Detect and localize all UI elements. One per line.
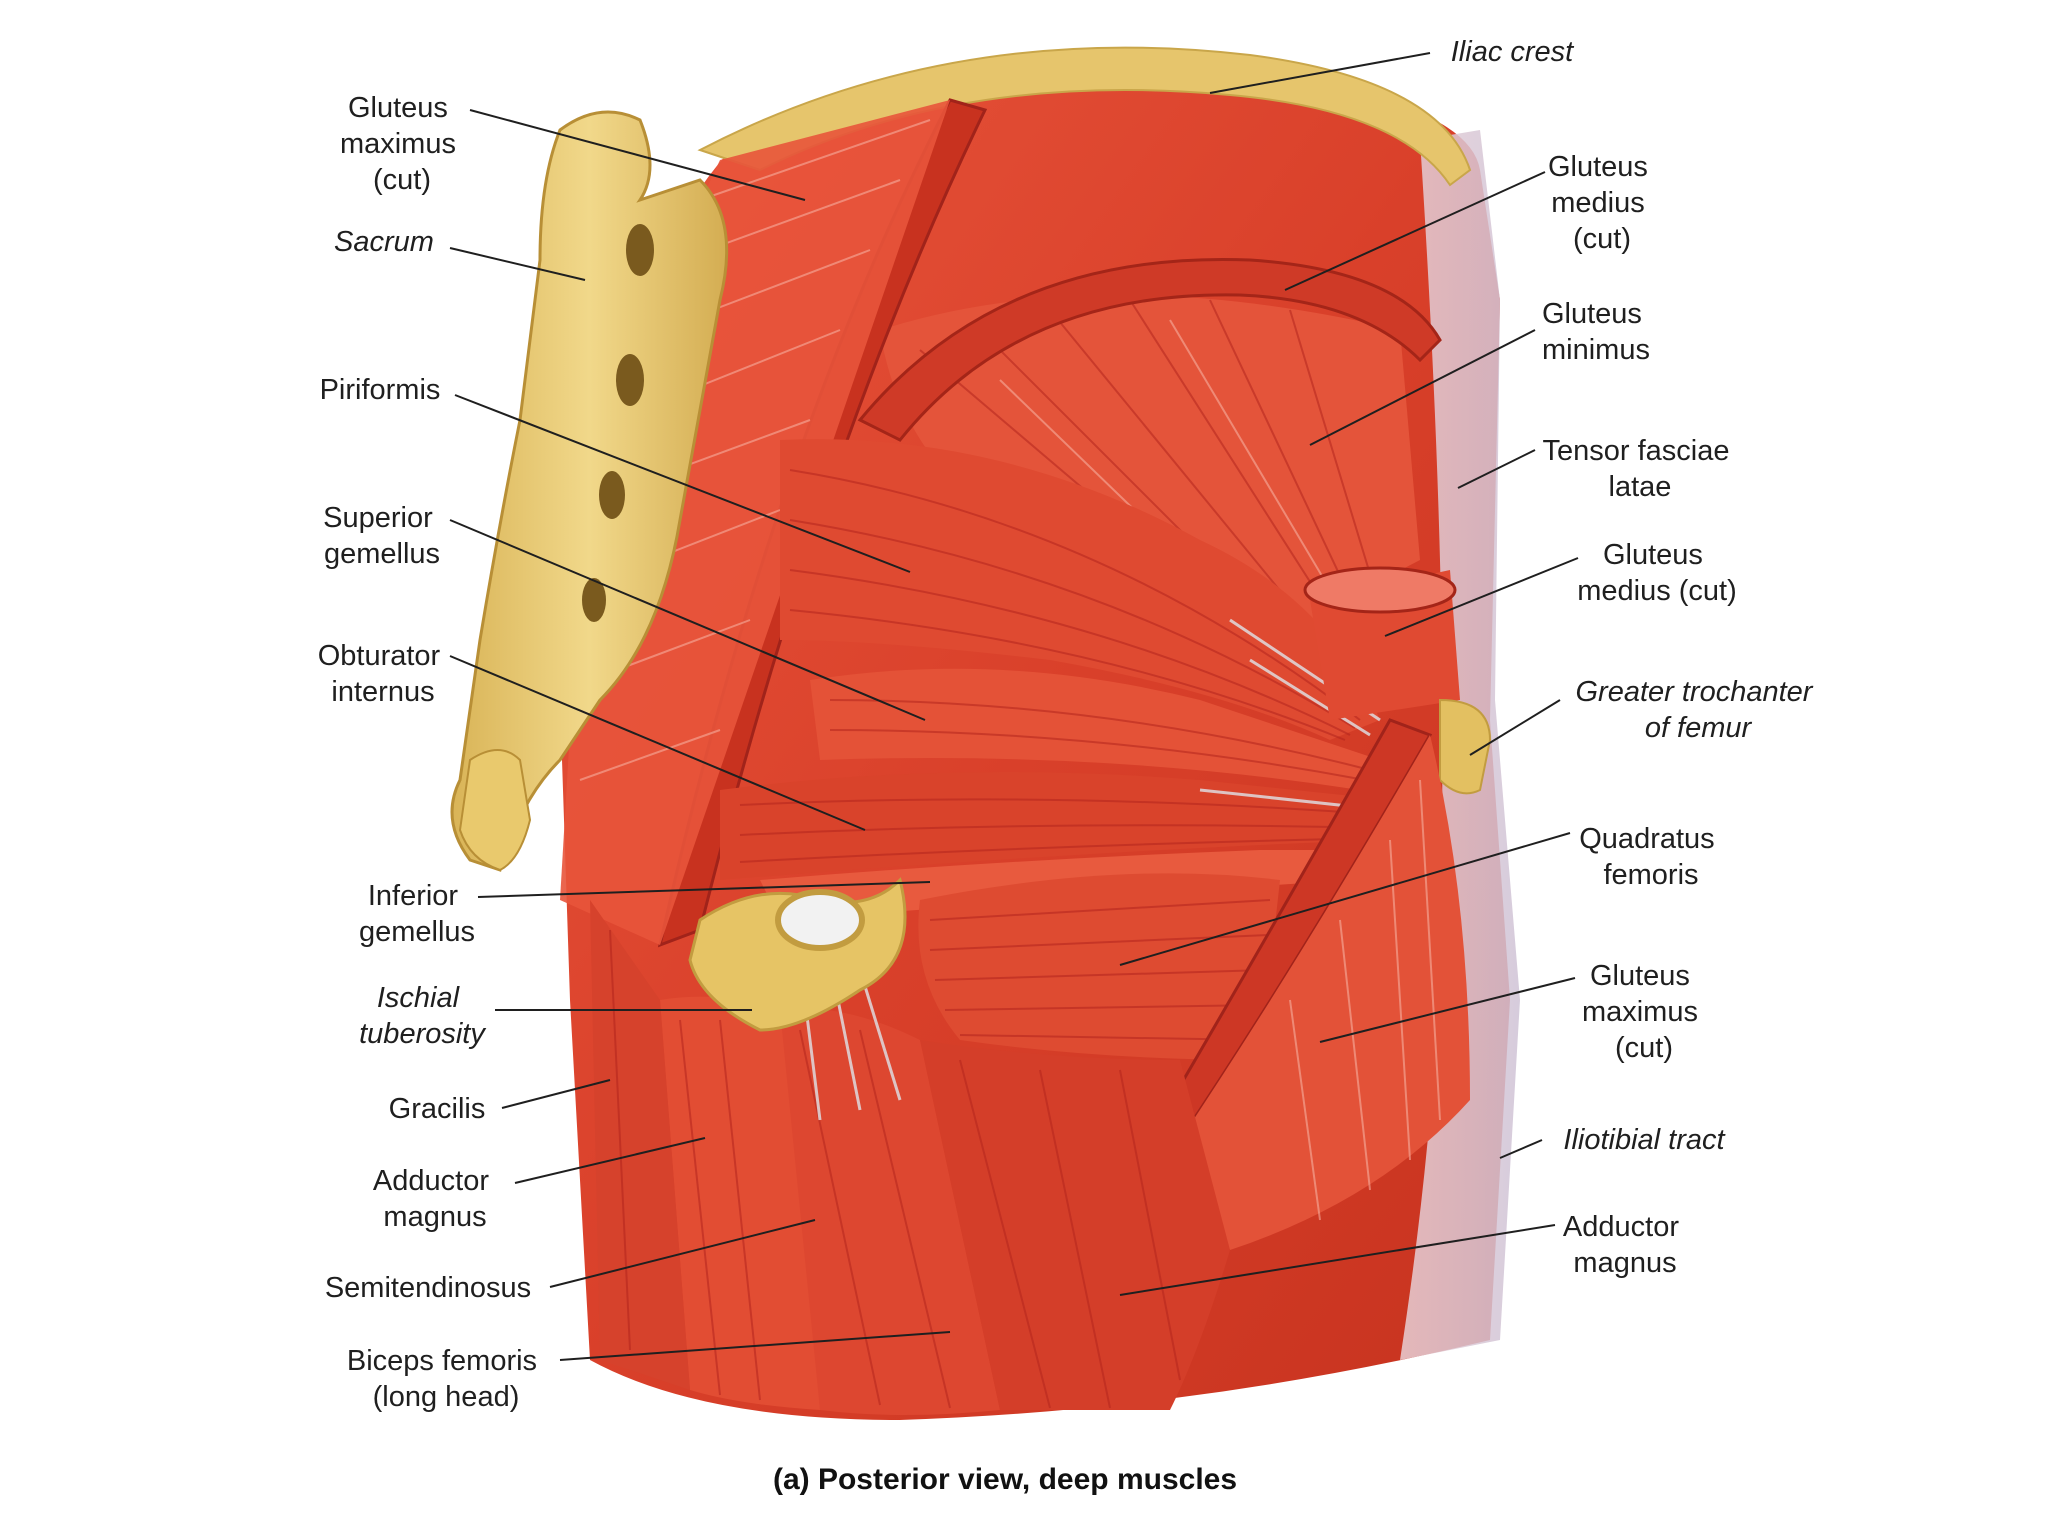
label-iliac-crest: Iliac crest	[1451, 36, 1575, 68]
label-inferior-gemellus: Inferior gemellus	[359, 880, 475, 948]
label-iliotibial-tract: Iliotibial tract	[1563, 1124, 1726, 1156]
gluteus-medius-stump-cut	[1303, 566, 1457, 614]
piriformis-shape	[780, 439, 1380, 740]
label-gluteus-medius-cut-top: Gluteus medius (cut)	[1548, 151, 1656, 255]
biceps-femoris-shape	[770, 1008, 1000, 1415]
leader-adductor-magnus-right	[1119, 1224, 1556, 1296]
leader-gluteus-medius-cut-top	[1284, 171, 1546, 291]
gluteus-medius-cut-band	[857, 257, 1442, 442]
leader-iliac-crest	[1209, 52, 1431, 94]
leader-iliotibial-tract	[1499, 1139, 1543, 1159]
leader-piriformis	[454, 394, 911, 573]
label-gluteus-medius-cut-right: Gluteus medius (cut)	[1577, 539, 1737, 607]
leader-superior-gemellus	[449, 519, 926, 721]
label-quadratus-femoris: Quadratus femoris	[1579, 823, 1722, 891]
leader-gluteus-maximus-cut-right	[1319, 977, 1576, 1043]
label-gluteus-maximus-cut-right: Gluteus maximus (cut)	[1582, 960, 1706, 1064]
label-piriformis: Piriformis	[320, 374, 441, 406]
label-biceps-femoris: Biceps femoris (long head)	[347, 1345, 545, 1413]
leader-quadratus-femoris	[1119, 832, 1571, 966]
lower-muscle-fibers	[609, 929, 1181, 1409]
labels-left: Gluteus maximus (cut) Sacrum Piriformis …	[318, 92, 545, 1413]
leader-gluteus-medius-cut-right	[1384, 557, 1579, 637]
piriformis-fibers	[789, 469, 1361, 741]
leader-lines	[449, 52, 1579, 1361]
quadratus-femoris-shape	[918, 873, 1280, 1060]
leader-gluteus-minimus	[1309, 329, 1536, 446]
coccyx-shape	[458, 749, 532, 872]
label-gracilis: Gracilis	[389, 1093, 486, 1125]
obturator-foramen-ring	[775, 889, 865, 951]
label-superior-gemellus: Superior gemellus	[323, 502, 441, 570]
leader-sacrum	[449, 247, 586, 281]
leader-gracilis	[501, 1079, 611, 1109]
leader-gluteus-maximus-cut-left	[469, 109, 806, 201]
adductor-magnus-shape	[920, 1040, 1230, 1410]
label-adductor-magnus-right: Adductor magnus	[1563, 1211, 1687, 1279]
label-tensor-fasciae-latae: Tensor fasciae latae	[1542, 435, 1737, 503]
label-semitendinosus: Semitendinosus	[325, 1272, 531, 1304]
label-gluteus-maximus-cut-left: Gluteus maximus (cut)	[340, 92, 464, 196]
label-ischial-tuberosity: Ischial tuberosity	[359, 982, 486, 1050]
label-obturator-internus: Obturator internus	[318, 640, 449, 708]
label-sacrum: Sacrum	[334, 226, 434, 258]
label-gluteus-minimus: Gluteus minimus	[1542, 298, 1650, 366]
leader-semitendinosus	[549, 1219, 816, 1288]
sacral-foramina	[582, 224, 654, 622]
leader-tensor-fasciae-latae	[1457, 449, 1536, 489]
leader-biceps-femoris	[559, 1331, 951, 1361]
greater-trochanter-shape	[1439, 698, 1492, 795]
leader-greater-trochanter	[1469, 699, 1561, 756]
leader-inferior-gemellus	[477, 881, 931, 898]
labels-right: Iliac crest Gluteus medius (cut) Gluteus…	[1451, 36, 1820, 1279]
leader-obturator-internus	[449, 655, 866, 831]
sacrum-shape	[450, 110, 729, 872]
iliac-crest-shape	[697, 46, 1472, 187]
illustration	[450, 46, 1520, 1420]
leader-adductor-magnus-left	[514, 1137, 706, 1184]
label-adductor-magnus-left: Adductor magnus	[373, 1165, 497, 1233]
gluteus-maximus-right-fan	[1180, 735, 1470, 1250]
figure-caption: (a) Posterior view, deep muscles	[773, 1463, 1237, 1496]
label-greater-trochanter: Greater trochanter of femur	[1575, 676, 1820, 744]
